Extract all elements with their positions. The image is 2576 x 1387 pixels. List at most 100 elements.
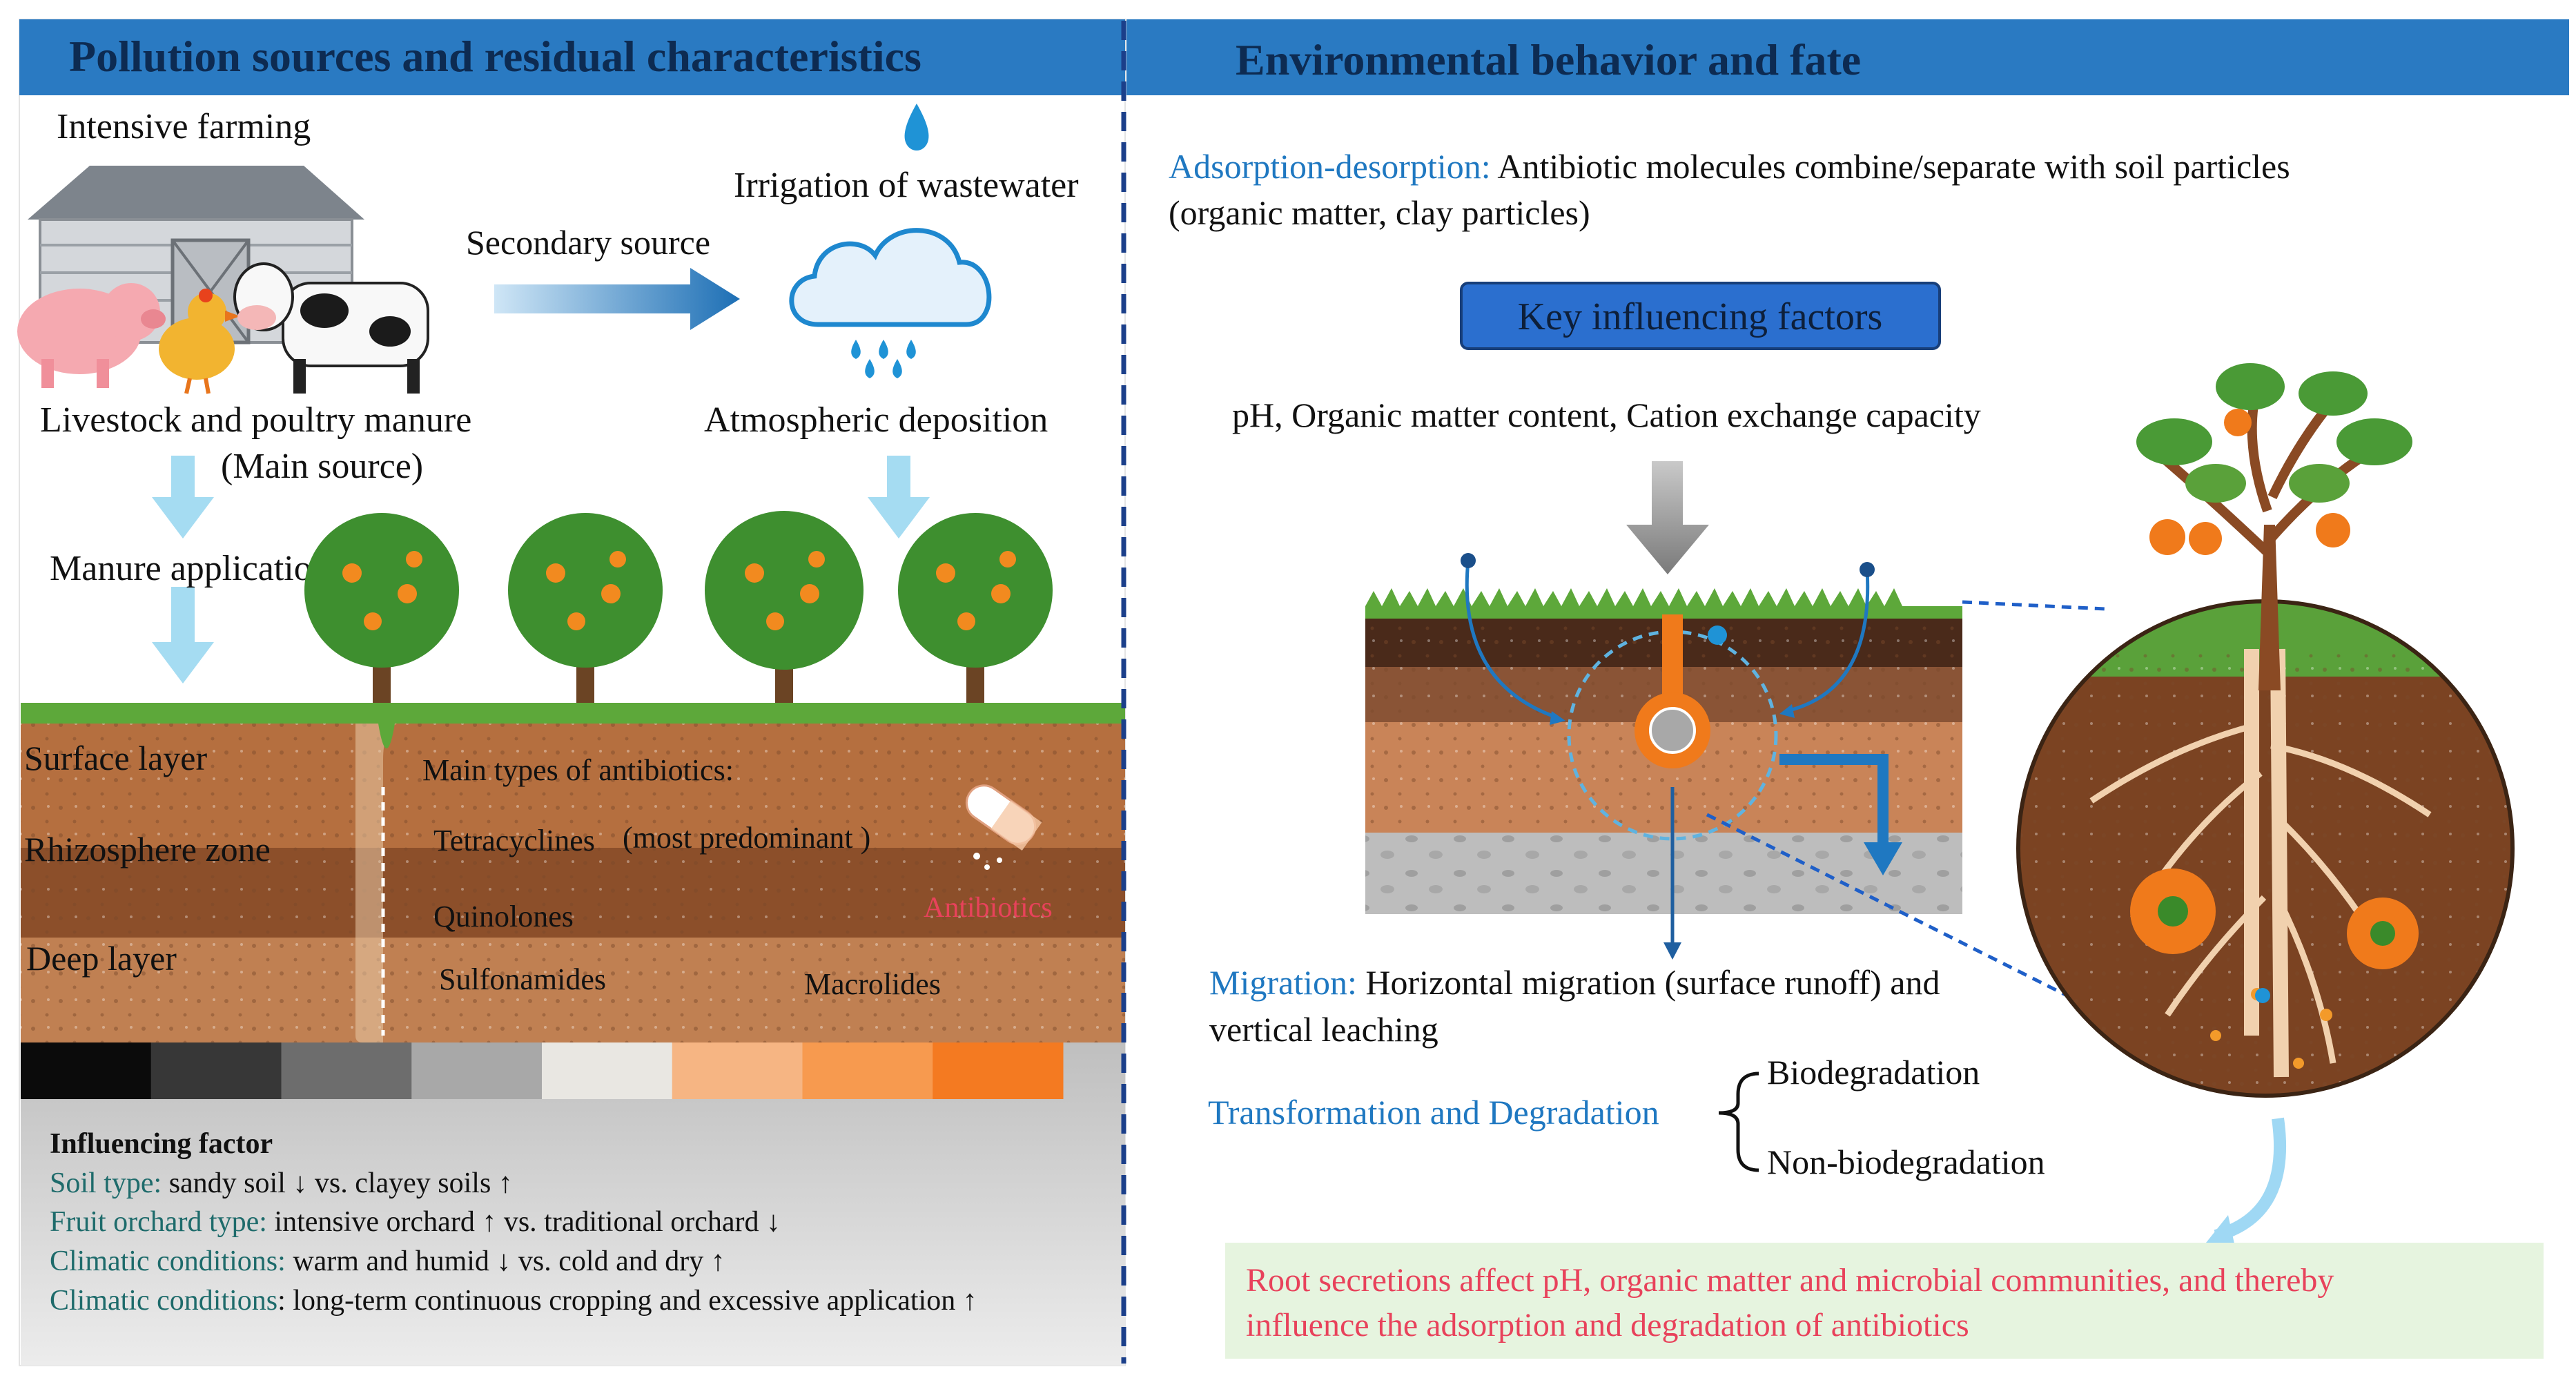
color-scale-swatch: [802, 1042, 933, 1099]
deposition-down-arrow: [868, 456, 930, 539]
manure-application-arrow: [152, 587, 214, 683]
pig-icon: [17, 283, 166, 388]
right-panel: Environmental behavior and fate Adsorpti…: [1126, 19, 2569, 1359]
orange-tree-icon: [705, 511, 863, 711]
degradation-brace: [1718, 1071, 1759, 1172]
adsorption-line-2: (organic matter, clay particles): [1169, 193, 1590, 232]
pill-particle: [997, 857, 1002, 863]
orange-tree-icon: [2136, 363, 2412, 690]
left-panel: Pollution sources and residual character…: [17, 19, 1126, 1366]
adsorption-label: Adsorption-desorption:: [1169, 147, 1491, 186]
intensive-farming-label: Intensive farming: [57, 107, 311, 146]
factor-text: warm and humid ↓ vs. cold and dry ↑: [286, 1245, 725, 1277]
orange-tree-icon: [304, 513, 459, 711]
right-panel-title: Environmental behavior and fate: [1236, 35, 1861, 84]
tetracyclines-label: Tetracyclines: [433, 824, 595, 857]
orange-tree-icon: [508, 513, 663, 711]
cloud-icon: [789, 228, 992, 378]
livestock-manure-label: Livestock and poultry manure: [40, 400, 471, 440]
color-scale-swatch: [150, 1042, 282, 1099]
quinolones-label: Quinolones: [433, 900, 574, 933]
irrigation-label: Irrigation of wastewater: [734, 166, 1079, 205]
chicken-icon: [159, 289, 240, 394]
color-scale-swatch: [411, 1042, 543, 1099]
migration-text: Horizontal migration (surface runoff) an…: [1357, 963, 1940, 1002]
secondary-source-label: Secondary source: [466, 223, 710, 262]
atmospheric-deposition-label: Atmospheric deposition: [704, 400, 1048, 440]
secondary-source-arrow: [494, 268, 740, 330]
color-scale-swatch: [933, 1042, 1064, 1099]
sulfonamides-label: Sulfonamides: [439, 962, 606, 996]
adsorption-line-1: Adsorption-desorption: Antibiotic molecu…: [1169, 147, 2290, 186]
surface-layer-label: Surface layer: [24, 739, 207, 777]
root-secretions-line-1: Root secretions affect pH, organic matte…: [1246, 1262, 2334, 1299]
root-secretions-line-2: influence the adsorption and degradation…: [1246, 1307, 1969, 1344]
key-factors-label: Key influencing factors: [1518, 295, 1883, 338]
antibiotics-heading: Main types of antibiotics:: [422, 753, 734, 787]
factor-text: intensive orchard ↑ vs. traditional orch…: [267, 1206, 781, 1238]
pill-particle: [984, 864, 990, 870]
main-source-label: (Main source): [221, 447, 423, 486]
factor-text: : long-term continuous cropping and exce…: [277, 1285, 977, 1317]
water-drop-icon: [904, 104, 929, 151]
factor-label: Climatic conditions:: [50, 1245, 286, 1277]
factor-row-climate: Climatic conditions: warm and humid ↓ vs…: [50, 1245, 725, 1277]
pill-particle: [973, 853, 980, 860]
color-scale-swatch: [21, 1042, 152, 1099]
non-biodegradation-label: Non-biodegradation: [1767, 1143, 2045, 1181]
migration-label: Migration:: [1209, 963, 1357, 1002]
pill-capsule-icon: [965, 784, 1042, 851]
color-scale-swatch: [281, 1042, 412, 1099]
factor-row-soil: Soil type: sandy soil ↓ vs. clayey soils…: [50, 1167, 513, 1199]
factor-row-cropping: Climatic conditions: long-term continuou…: [50, 1285, 977, 1317]
factor-label: Soil type:: [50, 1167, 162, 1199]
migration-line-2: vertical leaching: [1209, 1010, 1438, 1049]
grass-root: [378, 724, 395, 748]
biodegradation-label: Biodegradation: [1767, 1053, 1980, 1092]
influencing-factor-heading: Influencing factor: [50, 1128, 273, 1160]
root-channel: [355, 724, 397, 1042]
root-secretion-arrow: [2214, 1117, 2286, 1242]
grass-strip: [21, 703, 1125, 724]
zoom-connector-top: [1962, 600, 2106, 611]
flow-start-dot: [1461, 553, 1476, 568]
adsorption-text: Antibiotic molecules combine/separate wi…: [1491, 147, 2290, 186]
antibiotic-molecule: [1708, 625, 1727, 645]
factor-label: Fruit orchard type:: [50, 1206, 267, 1238]
flow-start-dot: [1860, 562, 1875, 577]
migration-line-1: Migration: Horizontal migration (surface…: [1209, 963, 1940, 1002]
desorption-flow-arrowhead: [1779, 704, 1795, 718]
desorption-flow-arrow: [1786, 569, 1870, 713]
factors-list: pH, Organic matter content, Cation excha…: [1232, 396, 1981, 434]
factors-down-arrow: [1626, 461, 1709, 574]
adsorption-flow-arrowhead: [1550, 711, 1565, 725]
color-scale-swatch: [672, 1042, 803, 1099]
key-factors-box: [1460, 282, 1941, 350]
left-panel-title: Pollution sources and residual character…: [69, 32, 921, 81]
factor-text: sandy soil ↓ vs. clayey soils ↑: [162, 1167, 513, 1199]
adsorption-flow-arrow: [1465, 560, 1559, 720]
factor-label: Climatic conditions: [50, 1285, 277, 1317]
leaching-arrowhead: [1864, 842, 1902, 875]
leaching-arrow: [1779, 754, 1889, 849]
tetracyclines-note: (most predominant ): [623, 821, 870, 855]
deep-layer-label: Deep layer: [26, 939, 177, 978]
manure-application-label: Manure application: [50, 549, 330, 588]
antibiotics-label: Antibiotics: [924, 892, 1053, 924]
factor-row-orchard: Fruit orchard type: intensive orchard ↑ …: [50, 1206, 781, 1238]
color-scale: [21, 1042, 1064, 1099]
orange-tree-icon: [898, 513, 1053, 711]
right-header-bar: [1126, 19, 2569, 95]
color-scale-swatch: [542, 1042, 673, 1099]
soil-texture: [21, 724, 1125, 1042]
probe-stem: [1662, 614, 1683, 697]
macrolides-label: Macrolides: [804, 967, 941, 1001]
root-secretions-box: [1225, 1243, 2544, 1359]
soil-particle: [1649, 707, 1696, 754]
cow-icon: [233, 262, 429, 394]
left-header-bar: [19, 19, 1125, 95]
vertical-leaching-arrowhead: [1663, 942, 1681, 960]
rhizosphere-zone-label: Rhizosphere zone: [24, 830, 271, 869]
